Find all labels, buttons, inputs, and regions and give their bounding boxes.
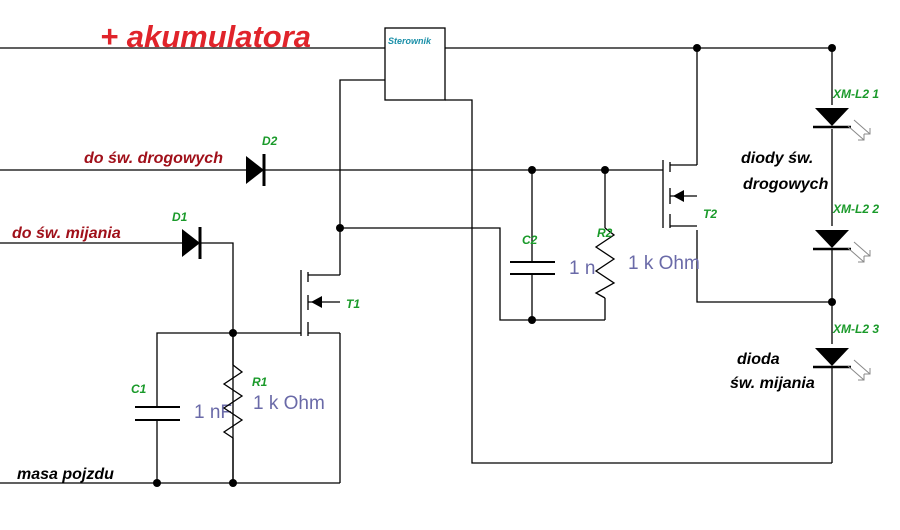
r1-label: R1 [252,375,268,389]
controller-block: Sterownik [384,27,446,101]
led-2: XM-L2 2 [813,202,879,263]
t2-source-wire [696,230,832,303]
wires [0,47,833,484]
led1-light-icon [847,119,871,141]
battery-title: + akumulatora [100,19,311,54]
diode-d1-icon [182,229,200,257]
led3-icon [815,348,849,366]
junction-dot [153,479,161,487]
junction-dot [601,166,609,174]
led-1: XM-L2 1 [813,87,879,141]
led-3: XM-L2 3 [813,322,879,381]
transistor-t2: T2 [662,160,717,228]
high-beam-input-label: do św. drogowych [84,150,223,167]
diode-d2-icon [246,156,264,184]
c1-label: C1 [131,382,147,396]
t1-arrow-icon [311,296,322,308]
r2-label: R2 [597,226,613,240]
junction-dots [153,44,836,487]
c2-label: C2 [522,233,538,247]
t2-arrow-icon [673,190,684,202]
r1-zigzag [222,364,244,439]
transistor-t1: T1 [300,270,360,336]
junction-dot [693,44,701,52]
t2-label: T2 [703,207,717,221]
led3-label: XM-L2 3 [832,322,879,336]
low-beam-input-label: do św. mijania [12,225,121,242]
r1-value: 1 k Ohm [253,393,325,414]
controller-box [384,27,446,101]
junction-dot [229,479,237,487]
t2-gate-network-wire [340,227,605,321]
low-beam-diode-label-1: dioda [737,351,780,368]
junction-dot [528,316,536,324]
controller-output-wire [339,79,385,275]
resistor-r2: R2 1 k Ohm [594,226,700,299]
c1-value: 1 nF [194,402,232,423]
led2-label: XM-L2 2 [832,202,879,216]
low-beam-line [200,242,234,483]
low-beam-diode-label-2: św. mijania [730,375,815,392]
d2-label: D2 [262,134,278,148]
led1-icon [815,108,849,126]
junction-dot [828,298,836,306]
diode-d1: D1 [172,210,202,259]
led-return-wire [445,99,832,464]
junction-dot [336,224,344,232]
led2-light-icon [847,241,871,263]
capacitor-c2: C2 1 nF [510,233,607,279]
d1-label: D1 [172,210,188,224]
capacitor-c1: C1 1 nF [131,382,232,423]
ground-label: masa pojzdu [17,466,114,483]
led3-light-icon [847,359,871,381]
c1-top-wire [156,332,233,407]
diode-d2: D2 [246,134,278,186]
r2-value: 1 k Ohm [628,253,700,274]
resistor-r1: R1 1 k Ohm [222,364,325,483]
junction-dot [828,44,836,52]
high-beam-diodes-label-1: diody św. [741,150,813,167]
high-beam-diodes-label-2: drogowych [743,176,829,193]
controller-label: Sterownik [388,36,432,46]
t1-label: T1 [346,297,360,311]
junction-dot [229,329,237,337]
led1-label: XM-L2 1 [832,87,879,101]
r2-zigzag [594,227,616,299]
led2-icon [815,230,849,248]
junction-dot [528,166,536,174]
